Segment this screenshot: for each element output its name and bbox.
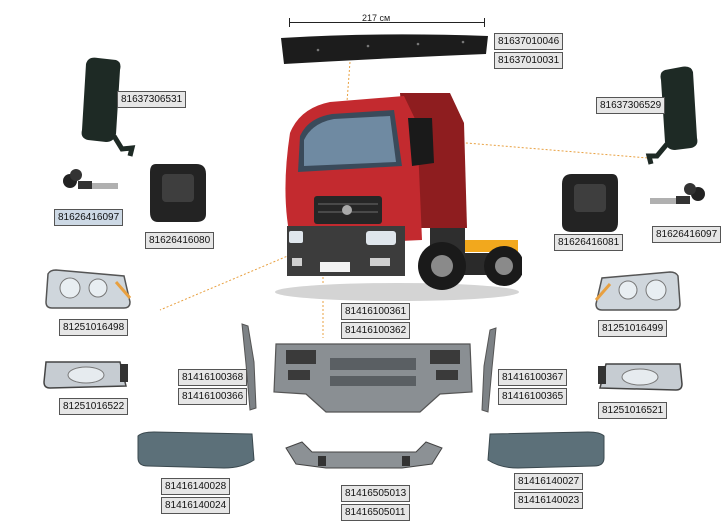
part-number-label: 81251016498	[59, 319, 129, 336]
mirror-left-image	[81, 57, 136, 157]
part-number-label: 81416140024	[161, 497, 231, 514]
part-number-label: 81416100367	[498, 369, 568, 386]
part-number-label: 81251016499	[598, 320, 668, 337]
door-handle-right-image	[562, 174, 618, 232]
bracket-left-label-group: 81416100368 81416100366	[178, 369, 248, 405]
visor-label-group: 81637010046 81637010031	[494, 33, 564, 69]
part-number-label: 81416505011	[341, 504, 411, 521]
dimension-label: 217 см	[362, 13, 391, 23]
part-number-label: 81416100362	[341, 322, 411, 339]
bracket-left-image	[241, 323, 257, 411]
bracket-right-label-group: 81416100367 81416100365	[498, 369, 568, 405]
part-number-label: 81251016522	[59, 398, 129, 415]
headlamp-left-image	[45, 269, 132, 309]
part-number-label: 81416140023	[514, 492, 584, 509]
mirror-right-image	[645, 66, 698, 165]
spoiler-label-group: 81416505013 81416505011	[341, 485, 411, 521]
key-left-image	[63, 169, 118, 189]
part-number-label: 81626416097	[54, 209, 124, 226]
part-number-label: 81416140028	[161, 478, 231, 495]
bumper-label-group: 81416100361 81416100362	[341, 303, 411, 339]
part-number-label: 81416100368	[178, 369, 248, 386]
leader-line-headlamp	[159, 254, 291, 311]
leader-line-mirror	[429, 139, 649, 159]
sun-visor-image	[281, 34, 488, 64]
front-bumper-image	[273, 343, 473, 413]
part-number-label: 81416100365	[498, 388, 568, 405]
corner-right-image	[487, 431, 605, 469]
part-number-label: 81637306531	[117, 91, 187, 108]
part-number-label: 81626416081	[554, 234, 624, 251]
part-number-label: 81416100366	[178, 388, 248, 405]
part-number-label: 81251016521	[598, 402, 668, 419]
part-number-label: 81637306529	[596, 97, 666, 114]
corner-left-label-group: 81416140028 81416140024	[161, 478, 231, 514]
dimension-line	[289, 18, 485, 27]
part-number-label: 81416505013	[341, 485, 411, 502]
door-handle-left-image	[150, 164, 206, 222]
bracket-right-image	[481, 327, 497, 413]
foglamp-right-image	[598, 363, 683, 391]
headlamp-right-image	[594, 271, 681, 311]
corner-left-image	[137, 431, 255, 469]
part-number-label: 81416140027	[514, 473, 584, 490]
key-right-image	[650, 183, 705, 204]
truck-image	[275, 93, 522, 301]
part-number-label: 81637010031	[494, 52, 564, 69]
part-number-label: 81416100361	[341, 303, 411, 320]
part-number-label: 81626416097	[652, 226, 722, 243]
foglamp-left-image	[43, 361, 128, 389]
lower-spoiler-image	[285, 441, 443, 469]
corner-right-label-group: 81416140027 81416140023	[514, 473, 584, 509]
part-number-label: 81626416080	[145, 232, 215, 249]
part-number-label: 81637010046	[494, 33, 564, 50]
